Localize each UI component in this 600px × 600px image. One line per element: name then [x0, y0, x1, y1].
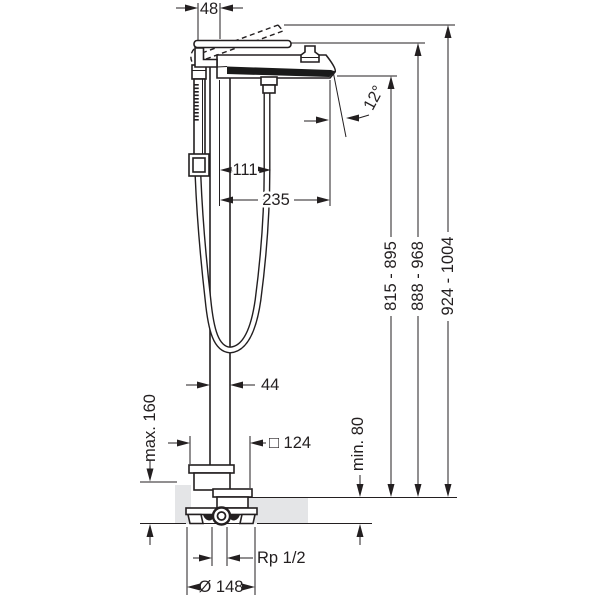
shower-holder — [188, 153, 210, 177]
dimension-44: 44 — [186, 376, 279, 394]
dimension-815-895: 815 - 895 — [382, 76, 400, 497]
dim-label-924-1004: 924 - 1004 — [439, 237, 457, 316]
dim-label-235: 235 — [262, 191, 290, 209]
dim-label-888-968: 888 - 968 — [409, 241, 427, 311]
dimension-124: □ 124 — [168, 434, 311, 488]
dimension-min-80: min. 80 — [349, 417, 367, 545]
lever-handle — [193, 39, 292, 49]
dim-label-12deg: 12° — [360, 83, 388, 113]
riser-pipe — [209, 67, 231, 467]
reference-lines — [140, 24, 457, 524]
dim-label-111: 111 — [232, 161, 257, 179]
dimension-888-968: 888 - 968 — [409, 43, 427, 497]
dim-label-148: Ø 148 — [199, 578, 244, 596]
floor-section — [175, 485, 308, 524]
dimension-12-degrees: 12° — [304, 70, 388, 138]
hand-shower — [188, 64, 210, 177]
dimension-48: 48 — [176, 0, 243, 18]
dimension-924-1004: 924 - 1004 — [439, 25, 457, 497]
lever-handle-raised — [190, 24, 284, 63]
dim-label-815-895: 815 - 895 — [382, 241, 400, 311]
dim-label-max-160: max. 160 — [141, 394, 159, 462]
base-escutcheon — [188, 464, 253, 509]
dim-label-44: 44 — [261, 376, 279, 394]
diverter-knob — [300, 45, 320, 63]
shower-hose — [194, 92, 271, 354]
dimension-max-160: max. 160 — [141, 394, 159, 545]
dim-label-48: 48 — [200, 0, 218, 18]
dim-label-rp12: Rp 1/2 — [257, 549, 306, 567]
dimension-111: 111 — [220, 159, 271, 182]
dimension-rp-half: Rp 1/2 — [193, 527, 306, 567]
dimension-148: Ø 148 — [186, 527, 256, 596]
spout-top-face — [227, 66, 336, 77]
dim-label-124: □ 124 — [269, 434, 311, 452]
dim-label-min-80: min. 80 — [349, 417, 367, 471]
mounting-flange — [185, 506, 258, 526]
dimension-235: 235 — [219, 80, 331, 212]
hose-connector — [260, 76, 278, 94]
